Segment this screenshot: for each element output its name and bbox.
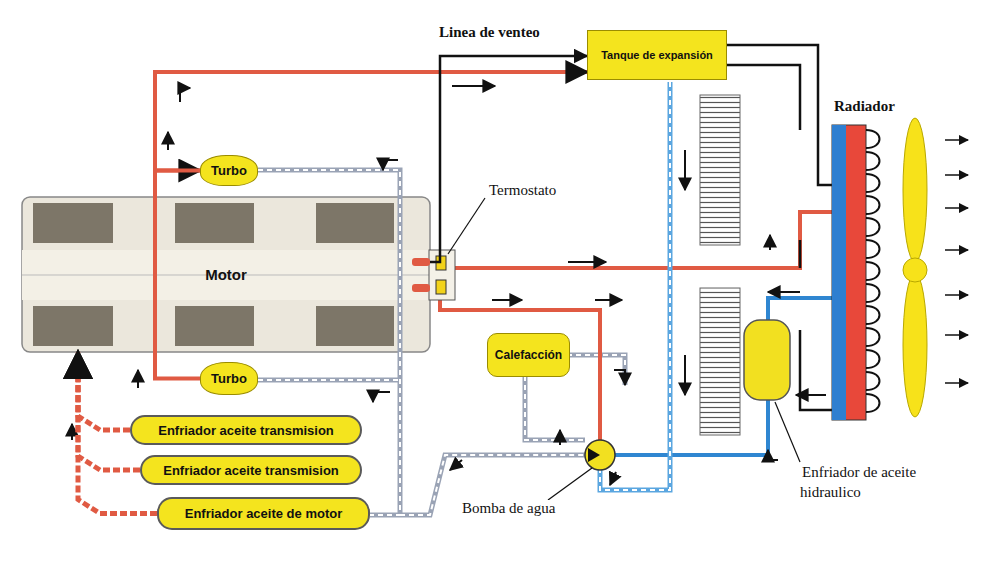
node-label: Calefacción bbox=[495, 348, 562, 362]
hydraulic-oil-cooler bbox=[744, 320, 790, 400]
engine-box: Motor bbox=[22, 197, 430, 352]
coil-winding bbox=[866, 328, 880, 346]
coil-winding bbox=[866, 262, 880, 280]
node-label: Turbo bbox=[211, 371, 247, 386]
leader-line bbox=[548, 468, 592, 500]
expansion-tank: Tanque de expansión bbox=[587, 30, 727, 80]
coil-winding bbox=[866, 394, 880, 412]
pump-label: Bomba de agua bbox=[460, 498, 590, 518]
cold-pipes bbox=[600, 82, 832, 490]
hot-pipes bbox=[440, 212, 832, 440]
coolant-pipe bbox=[78, 352, 140, 470]
coolant-pipe bbox=[78, 352, 130, 430]
coil-winding bbox=[866, 152, 880, 170]
water-pump bbox=[588, 448, 600, 462]
heater-box: Calefacción bbox=[487, 333, 570, 377]
label-text: Linea de venteo bbox=[437, 24, 542, 40]
leader-line bbox=[448, 198, 485, 254]
oil-cooler-box: Enfriador aceite transmision bbox=[140, 455, 362, 485]
node-label: Enfriador aceite transmision bbox=[158, 423, 334, 438]
radiator-vent-lines bbox=[727, 45, 832, 410]
node-label: Turbo bbox=[211, 163, 247, 178]
node-label: Tanque de expansión bbox=[601, 49, 713, 61]
node-label: Enfriador aceite de motor bbox=[185, 506, 342, 521]
thermostat bbox=[412, 250, 455, 300]
label-text: Bomba de agua bbox=[460, 500, 557, 516]
coil-winding bbox=[866, 284, 880, 302]
coil-winding bbox=[866, 306, 880, 324]
coil-winding bbox=[866, 218, 880, 236]
radiator-fins bbox=[700, 95, 740, 245]
node-label: Motor bbox=[205, 266, 247, 283]
vent-line-label: Linea de venteo bbox=[437, 22, 577, 42]
coil-winding bbox=[866, 196, 880, 214]
air-flow-arrows bbox=[945, 140, 968, 383]
oil-cooler-box: Enfriador aceite de motor bbox=[157, 497, 370, 530]
engine-block bbox=[22, 197, 430, 352]
fan bbox=[903, 118, 927, 417]
thermostat-label: Termostato bbox=[487, 180, 607, 200]
label-text: Enfriador de aceite hidraulico bbox=[800, 464, 916, 500]
coolant-pipe bbox=[430, 56, 587, 262]
coil-winding bbox=[866, 350, 880, 368]
radiator-fins bbox=[700, 288, 740, 435]
radiator-label: Radiador bbox=[832, 96, 942, 116]
hydraulic-cooler-label: Enfriador de aceite hidraulico bbox=[800, 462, 950, 503]
label-text: Termostato bbox=[487, 182, 558, 198]
label-text: Radiador bbox=[832, 98, 897, 114]
node-label: Enfriador aceite transmision bbox=[163, 463, 339, 478]
coil-winding bbox=[866, 174, 880, 192]
flow-arrows bbox=[72, 86, 826, 485]
coolant-pipe bbox=[155, 171, 200, 379]
turbo-box: Turbo bbox=[200, 362, 258, 395]
radiator bbox=[832, 125, 880, 420]
coil-winding bbox=[866, 372, 880, 390]
water-pump bbox=[585, 440, 615, 470]
leader-line bbox=[775, 402, 800, 462]
coil-winding bbox=[866, 130, 880, 148]
coil-winding bbox=[866, 240, 880, 258]
oil-cooler-box: Enfriador aceite transmision bbox=[130, 415, 362, 445]
turbo-box: Turbo bbox=[200, 155, 258, 186]
